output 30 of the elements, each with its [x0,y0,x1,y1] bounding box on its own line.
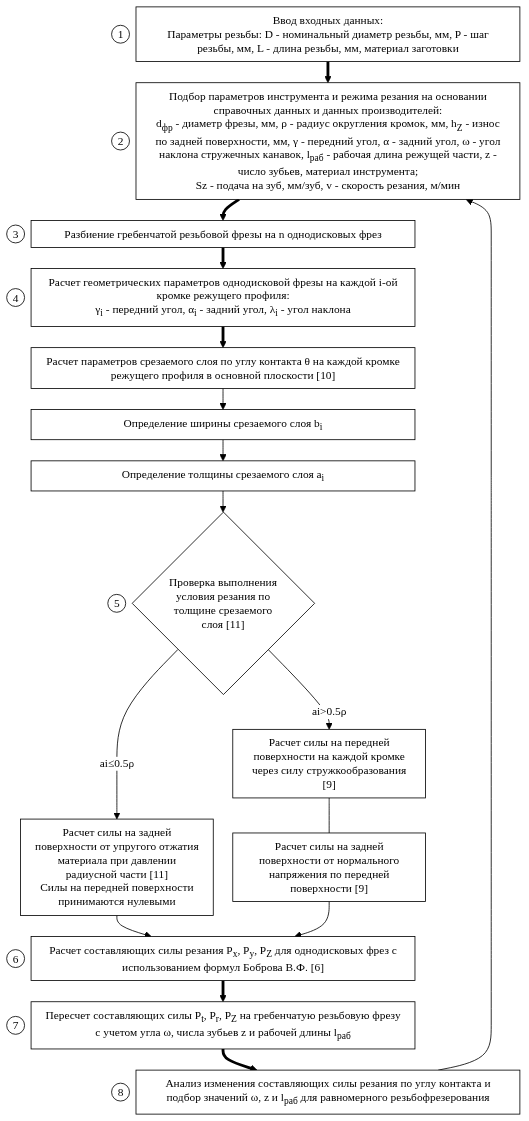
arrow [221,1048,258,1072]
node-diamond: Проверка выполнения условия резания по толщине срезаемого слоя [11] [131,511,316,695]
node-box: Ввод входных данных: Параметры резьбы: D - номинальный диаметр резьбы, мм, P - шаг резьбы, мм, L - длина резьбы, мм, материал заготовки [135,6,521,62]
node-box: Расчет силы на задней поверхности от нормального напряжения по передней поверхности [9] [232,832,426,902]
step-number: 4 [6,288,25,307]
edge-label: ai>0.5ρ [311,705,347,718]
step-number: 6 [6,949,25,968]
step-number: 8 [111,1082,130,1102]
edge-label: ai≤0.5ρ [99,756,135,770]
node-box: Расчет силы на передней поверхности на каждой кромке через силу стружкообразования [9] [232,728,426,799]
step-number: 3 [6,224,25,244]
step-number: 2 [111,131,130,151]
connector [328,797,330,834]
node-box: Пересчет составляющих силы P$_{t}$, P$_{r}$, P$_{Z}$ на гребенчатую резьбовую фрезу с учетом угла ω, числа зубьев z и рабочей длины l$_{раб}$ [30,1001,416,1050]
step-number: 1 [111,24,130,44]
arrow [219,326,227,348]
node-box: Разбиение гребенчатой резьбовой фрезы на n однодисковых фрез [30,220,416,248]
node-box: Определение толщины срезаемого слоя a$_{i}$ [30,460,416,492]
step-number: 7 [6,1016,25,1035]
arrow [219,198,240,221]
node-box: Анализ изменения составляющих силы резания по углу контакта и подбор значений ω, z и l$_{раб}$ для равномерного резьбофрезерования [135,1069,521,1115]
node-box: Определение ширины срезаемого слоя b$_{i}$ [30,409,416,441]
arrow [324,61,332,84]
arrow [219,247,227,269]
node-box: Расчет геометрических параметров однодисковой фрезы на каждой i-ой кромке режущего профиля: γ$_{i}$ - передний угол, α$_{i}$ - задний угол, λ$_{i}$ - угол наклона [30,268,416,327]
step-number: 5 [107,593,127,613]
node-box: Расчет силы на задней поверхности от упругого отжатия материала при давлении радиусной части [11] Силы на передней поверхности принимаются нулевыми [20,818,214,916]
node-box: Расчет параметров срезаемого слоя по углу контакта θ на каждой кромке режущего профиля в основной плоскости [10] [30,347,416,389]
node-box: Подбор параметров инструмента и режима резания на основании справочных данных и данных производителей: d$_{фр}$ - диаметр фрезы, мм, ρ - радиус округления кромок, мм, h$_{Z}$ - износ по задней поверхности, мм, γ - передний угол, α - задний угол, ω - угол наклона стружечных канавок, l$_{раб}$ - рабочая длина режущей части, z - число зубьев, материал инструмента; Sz - подача на зуб, мм/зуб, v - скорость резания, м/мин [135,82,521,200]
node-box: Расчет составляющих силы резания P$_{x}$, P$_{y}$, P$_{Z}$ для однодисковых фрез с использованием формул Боброва В.Ф. [6] [30,936,416,981]
